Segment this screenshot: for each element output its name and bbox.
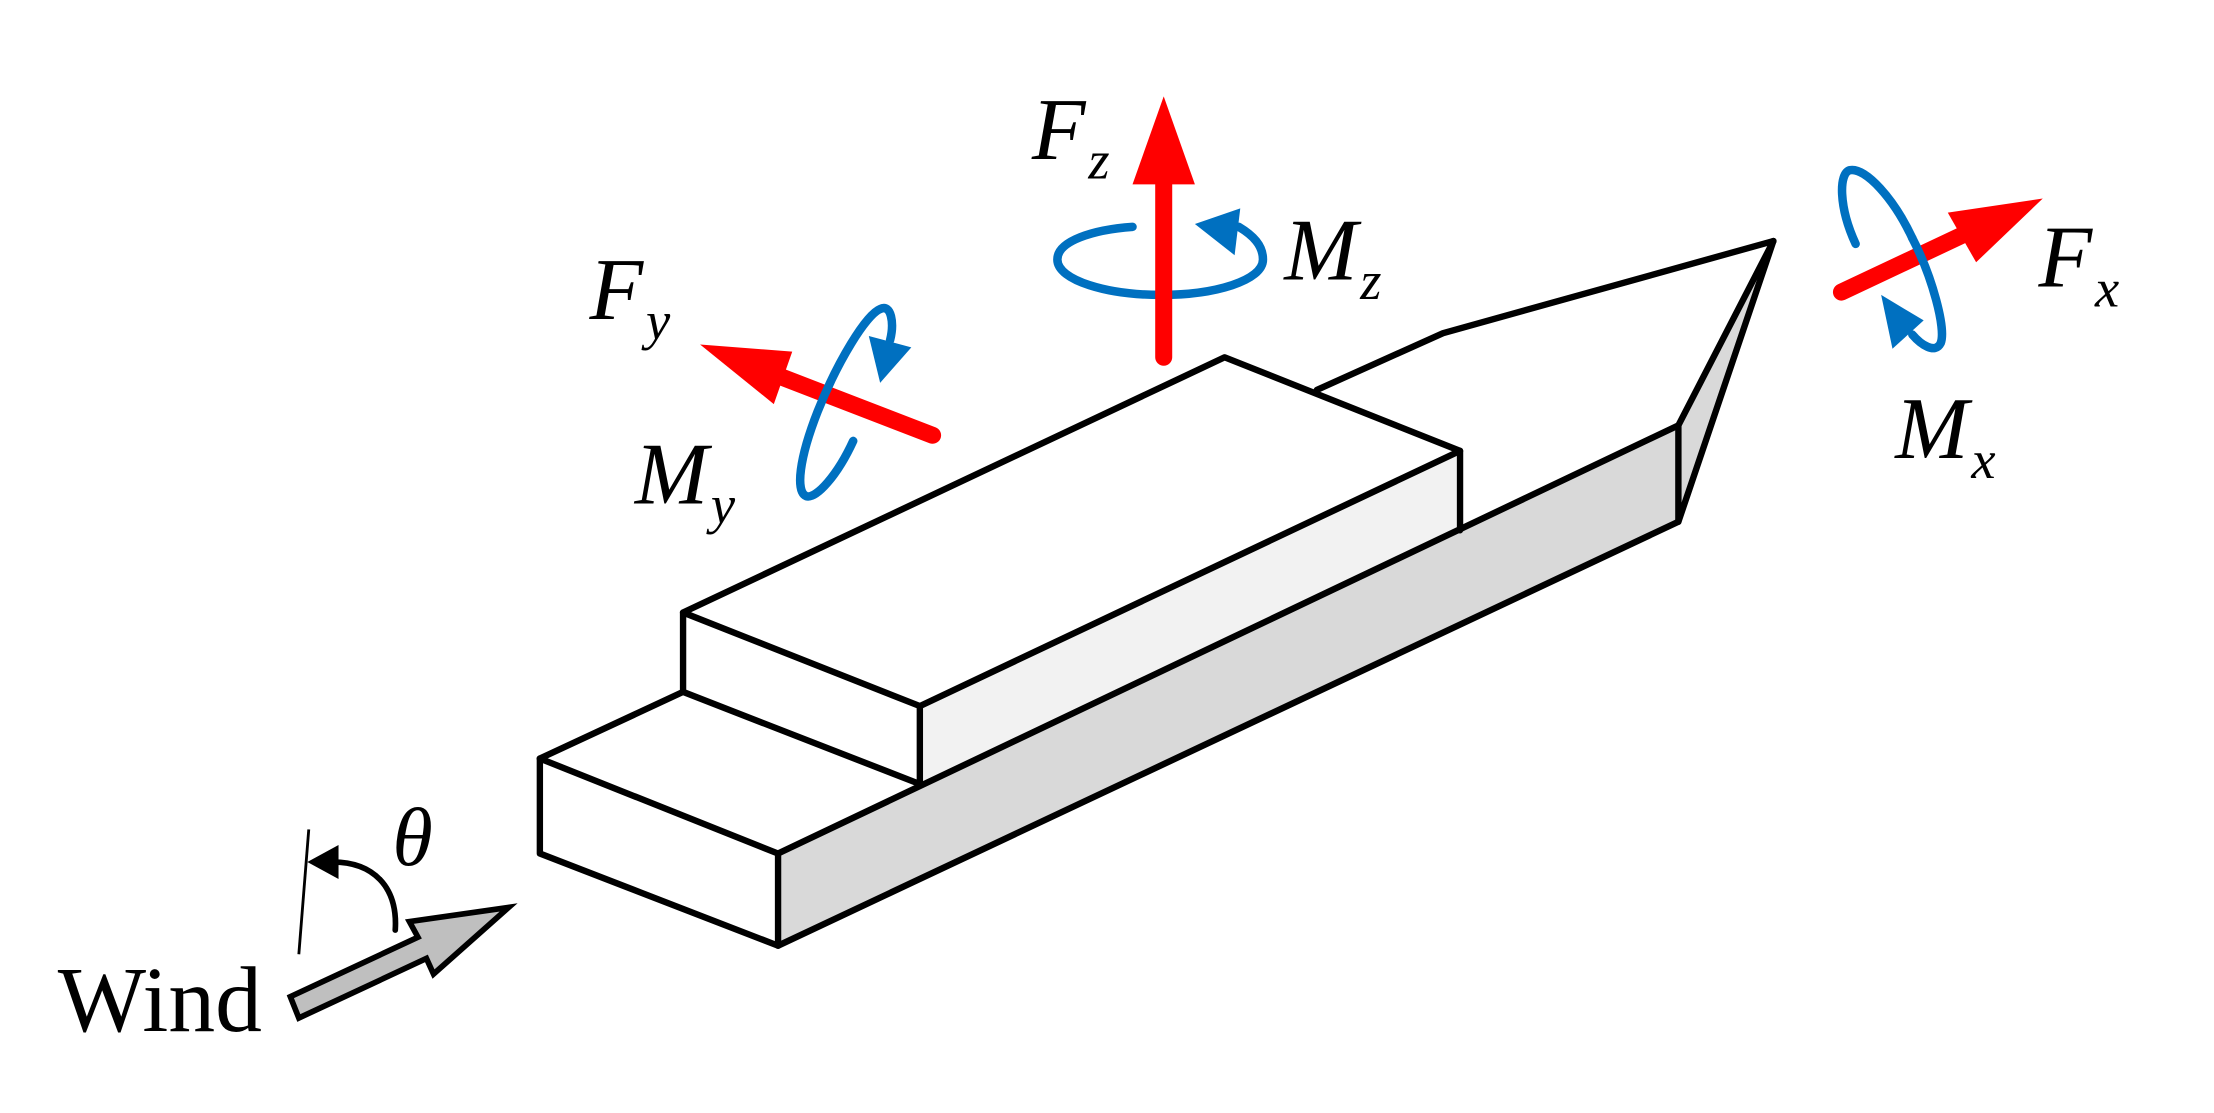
fx-force-arrow-shaft [1832,225,1974,301]
superstructure-front-face [683,612,920,785]
fz-force-arrowhead [1132,96,1195,185]
fz-label: Fz [1031,82,1110,191]
wind-arrow [286,903,518,1022]
ship-outline [536,237,1777,949]
mx-moment-arrowhead [1881,294,1924,349]
ship [536,237,1777,949]
mz-moment-arrowhead [1194,208,1241,256]
theta-label: θ [392,792,432,883]
wind-reference-line [297,829,311,955]
theta-arrowhead [307,845,339,880]
theta-angle-arc [330,859,399,933]
fx-mx-group: Fx Mx [1832,165,2120,490]
fy-force-arrowhead [700,344,793,405]
fx-force-arrowhead [1947,198,2043,263]
mx-moment-loop-back [1837,165,1917,249]
my-label: My [633,426,736,535]
mx-label: Mx [1893,381,1995,490]
wind-label: Wind [58,949,262,1052]
superstructure-side-face [919,450,1461,785]
fz-mz-group: Fz Mz [1031,82,1382,366]
wind-group: θ Wind [58,792,518,1052]
superstructure-top-face [683,357,1461,707]
my-moment-loop [795,303,897,501]
hull-stern-face [539,758,779,946]
hull-side-face [778,241,1774,946]
fx-label: Fx [2038,209,2120,318]
my-moment-arrowhead [868,336,912,383]
fy-label: Fy [588,242,671,351]
mx-moment-loop-front [1908,233,1947,353]
fy-force-arrow-shaft [769,367,942,444]
mz-label: Mz [1282,202,1381,311]
fy-my-group: Fy My [588,242,942,535]
